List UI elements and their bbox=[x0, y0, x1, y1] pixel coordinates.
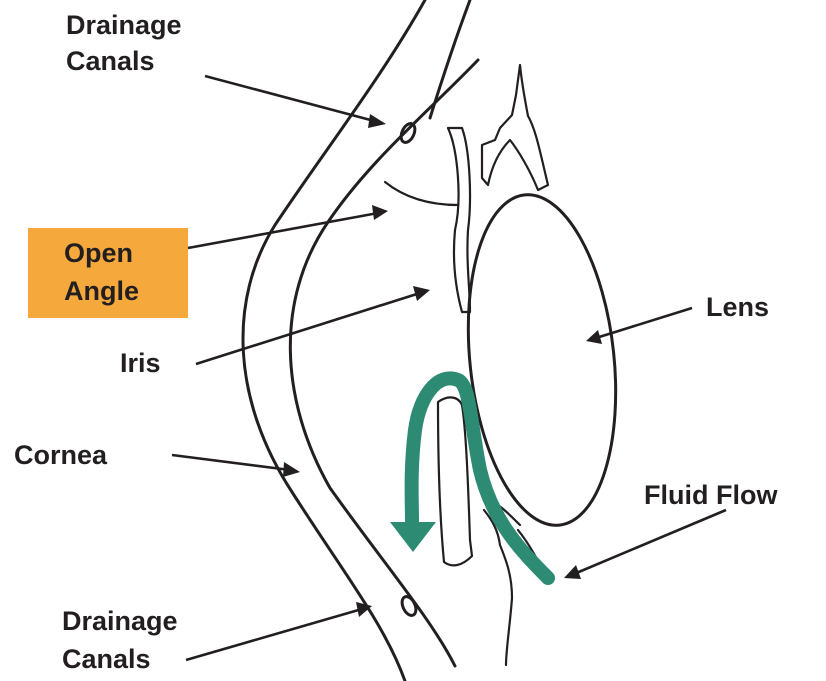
fluid-flow-arrow bbox=[412, 378, 548, 578]
drainage-canals-bottom-line1: Drainage bbox=[62, 606, 178, 636]
open-angle-label-line2: Angle bbox=[64, 276, 139, 306]
drainage-canals-top-line1: Drainage bbox=[66, 10, 182, 40]
drainage-canal-bottom bbox=[399, 594, 418, 617]
fluid-flow-arrowhead bbox=[390, 522, 436, 552]
fluid-flow-label: Fluid Flow bbox=[644, 480, 778, 510]
pointer-lines bbox=[172, 76, 726, 660]
ciliary-body-upper bbox=[482, 65, 548, 190]
sclera-top-edge bbox=[430, 0, 470, 118]
drainage-canals-top-line2: Canals bbox=[66, 46, 155, 76]
drainage-canal-top bbox=[398, 121, 417, 144]
open-angle-arc bbox=[385, 182, 458, 205]
cornea-inner-curve bbox=[290, 60, 478, 666]
ciliary-body-lower bbox=[484, 500, 545, 665]
open-angle-label-line1: Open bbox=[64, 238, 133, 268]
iris-upper bbox=[448, 128, 470, 312]
iris-label: Iris bbox=[120, 348, 161, 378]
lens-label: Lens bbox=[706, 292, 769, 322]
drainage-canals-bottom-line2: Canals bbox=[62, 644, 151, 674]
cornea-label: Cornea bbox=[14, 440, 108, 470]
